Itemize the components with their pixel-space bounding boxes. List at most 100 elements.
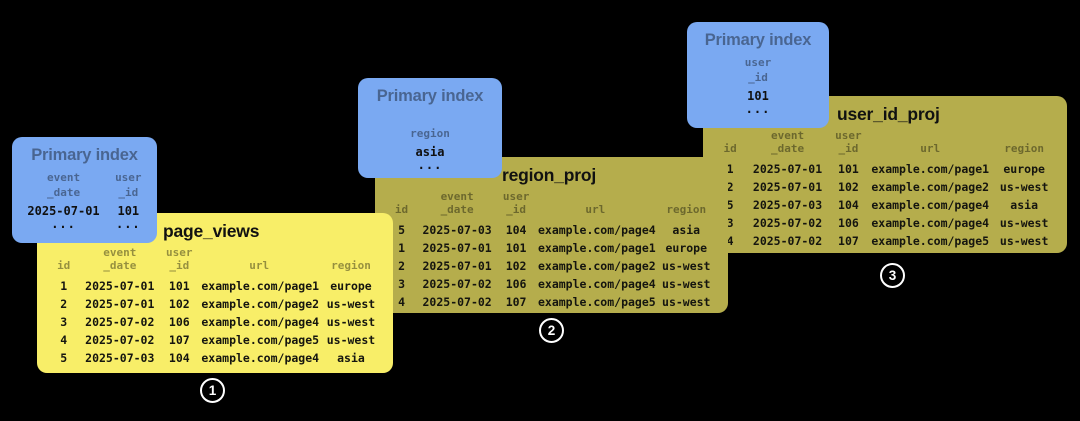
table-cell: europe	[330, 279, 372, 293]
table-cell: 102	[505, 259, 527, 273]
table-cell: 2025-07-02	[752, 216, 823, 230]
table-cell: 4	[398, 295, 405, 309]
table-row: 1 2025-07-01 101 example.com/page1 europe	[383, 239, 720, 257]
index-key-value: 101	[747, 89, 769, 103]
table-cell: example.com/page4	[871, 198, 990, 212]
table-cell: 2025-07-01	[422, 241, 492, 255]
table-cell: 101	[168, 279, 190, 293]
table-cell: 2025-07-01	[85, 297, 155, 311]
table-cell: 106	[168, 315, 190, 329]
column-header: url	[249, 259, 270, 273]
index-key-value: 101	[117, 204, 140, 218]
table-cell: example.com/page4	[201, 351, 320, 365]
table-cell: example.com/page2	[871, 180, 990, 194]
table-cell: 5	[726, 198, 734, 212]
table-cell: asia	[672, 223, 701, 237]
column-header: region	[1004, 142, 1045, 156]
column-header: event _date	[770, 128, 805, 156]
table-cell: us-west	[999, 180, 1049, 194]
column-header: id	[57, 259, 71, 273]
table-cell: us-west	[326, 333, 376, 347]
table-title: user_id_proj	[837, 104, 940, 124]
index-key-name: region	[410, 126, 450, 140]
table-cell: 2025-07-02	[422, 295, 492, 309]
table-cell: us-west	[662, 259, 711, 273]
index-more-ellipsis: ...	[745, 102, 771, 116]
table-cell: example.com/page2	[201, 297, 320, 311]
table-cell: 2025-07-03	[85, 351, 155, 365]
index-key-column: user _id 101...	[115, 171, 142, 231]
table-body: 5 2025-07-03 104 example.com/page4 asia 1 2025…	[383, 221, 720, 311]
column-header: event _date	[103, 245, 137, 273]
table-cell: us-west	[326, 297, 376, 311]
index-more-ellipsis: ...	[417, 158, 443, 172]
table-row: 2 2025-07-01 102 example.com/page2 us-west	[383, 257, 720, 275]
column-header: url	[920, 142, 941, 156]
table-cell: 5	[398, 223, 405, 237]
table-cell: 2025-07-01	[752, 180, 823, 194]
table-cell: example.com/page5	[201, 333, 320, 347]
column-header: event _date	[440, 189, 474, 217]
primary-index-title: Primary index	[31, 146, 138, 164]
table-cell: 2025-07-01	[422, 259, 492, 273]
index-key-value: asia	[415, 145, 445, 159]
table-cell: 2	[60, 297, 68, 311]
primary-index-columns: region asia...	[358, 112, 502, 172]
table-cell: 2	[726, 180, 734, 194]
table-cell: example.com/page4	[201, 315, 320, 329]
table-cell: example.com/page5	[871, 234, 990, 248]
table-cell: 2025-07-03	[422, 223, 492, 237]
index-more-ellipsis: ...	[115, 217, 141, 231]
step-2-badge: 2	[539, 318, 564, 343]
column-header: id	[394, 203, 409, 217]
table-cell: 3	[726, 216, 734, 230]
column-header: user _id	[835, 128, 862, 156]
index-key-name: user _id	[115, 171, 142, 199]
table-cell: 2	[398, 259, 405, 273]
table-cell: europe	[665, 241, 708, 255]
table-cell: 1	[398, 241, 405, 255]
table-cell: 101	[838, 162, 859, 176]
table-cell: 2025-07-02	[422, 277, 492, 291]
column-header: url	[585, 203, 606, 217]
table-cell: 3	[60, 315, 68, 329]
primary-index-title: Primary index	[376, 87, 484, 105]
table-cell: 4	[60, 333, 68, 347]
table-cell: 2025-07-02	[85, 333, 155, 347]
index-key-name: user _id	[744, 56, 772, 84]
table-cell: asia	[1010, 198, 1038, 212]
step-3-badge: 3	[880, 263, 905, 288]
table-cell: us-west	[999, 216, 1049, 230]
table-cell: 1	[60, 279, 68, 293]
table-title: region_proj	[502, 165, 597, 185]
table-cell: 104	[505, 223, 527, 237]
table-cell: 101	[505, 241, 527, 255]
table-cell: 107	[168, 333, 190, 347]
table-cell: 102	[838, 180, 859, 194]
table-cell: 104	[838, 198, 859, 212]
index-more-ellipsis: ...	[51, 217, 76, 231]
table-cell: 2025-07-02	[752, 234, 823, 248]
table-cell: 3	[398, 277, 405, 291]
table-cell: 104	[168, 351, 190, 365]
table-cell: us-west	[999, 234, 1049, 248]
table-title: page_views	[163, 221, 260, 241]
primary-index-columns: user _id 101...	[687, 56, 829, 116]
table-cell: example.com/page1	[537, 241, 656, 255]
table-cell: example.com/page2	[537, 259, 656, 273]
table-cell: example.com/page4	[537, 277, 656, 291]
